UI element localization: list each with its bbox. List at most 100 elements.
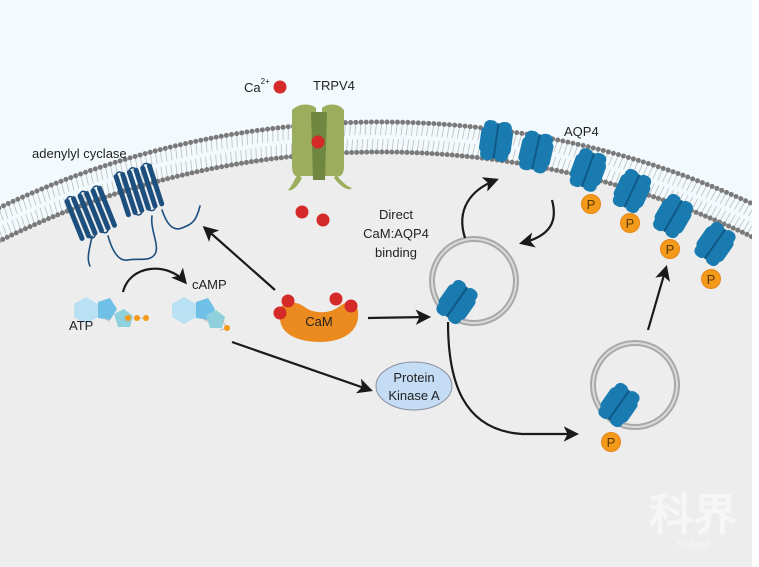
camp-molecule-icon [172, 297, 230, 331]
lipid-head [702, 213, 708, 219]
lipid-head [1, 203, 7, 209]
direct-binding-label-line2: CaM:AQP4 [363, 226, 429, 241]
vesicle-icon [590, 340, 680, 430]
lipid-head [600, 148, 606, 154]
lipid-head [265, 126, 271, 132]
lipid-head [48, 182, 54, 188]
lipid-head [157, 147, 163, 153]
lipid-head [645, 161, 651, 167]
lipid-head [748, 234, 752, 240]
lipid-head [5, 201, 11, 207]
lipid-head [259, 127, 265, 133]
lipid-head [514, 160, 520, 166]
lipid-head [610, 150, 616, 156]
lipid-head [605, 149, 611, 155]
lipid-head [585, 144, 591, 150]
lipid-head [744, 231, 750, 237]
lipid-head [234, 131, 240, 137]
lipid-head [97, 164, 103, 170]
lipid-head [22, 226, 28, 232]
lipid-head [384, 149, 390, 155]
trpv4-channel-icon [288, 104, 352, 191]
right-margin [752, 0, 759, 567]
lipid-head [15, 196, 21, 202]
calmodulin-icon [273, 292, 359, 342]
lipid-head [354, 149, 360, 155]
lipid-head [739, 229, 745, 235]
lipid-head [283, 154, 289, 160]
lipid-head [519, 130, 525, 136]
lipid-head [253, 158, 259, 164]
lipid-head [132, 153, 138, 159]
direct-binding-label-line3: binding [375, 245, 417, 260]
lipid-head [431, 121, 437, 127]
cytoplasm [0, 152, 752, 567]
lipid-head [420, 120, 426, 126]
lipid-head [595, 146, 601, 152]
lipid-head [651, 194, 657, 200]
svg-text:P: P [707, 272, 716, 287]
lipid-head [359, 149, 365, 155]
lipid-head [680, 172, 686, 178]
atp-to-camp-arrow [121, 267, 187, 293]
lipid-head [441, 121, 447, 127]
lipid-head [379, 149, 385, 155]
phosphorylated-vesicle-to-membrane-arrow [646, 265, 670, 331]
lipid-head [183, 141, 189, 147]
lipid-head [0, 236, 6, 242]
lipid-head [102, 163, 108, 169]
lipid-head [34, 188, 40, 194]
calcium-label: Ca2+ [244, 77, 270, 95]
lipid-tail [747, 209, 752, 217]
lipid-head [719, 187, 725, 193]
lipid-head [238, 160, 244, 166]
lipid-head [452, 122, 458, 128]
lipid-head [258, 157, 264, 163]
lipid-head [349, 149, 355, 155]
lipid-head [384, 119, 390, 125]
lipid-head [107, 161, 113, 167]
lipid-head [399, 149, 405, 155]
lipid-head [342, 120, 348, 126]
lipid-head [660, 165, 666, 171]
lipid-head [444, 152, 450, 158]
lipid-head [563, 170, 569, 176]
lipid-head [565, 139, 571, 145]
lipid-head [549, 166, 555, 172]
lipid-head [204, 167, 210, 173]
lipid-head [698, 211, 704, 217]
lipid-head [478, 125, 484, 131]
lipid-head [275, 125, 281, 131]
lipid-head [9, 232, 15, 238]
lipid-head [640, 159, 646, 165]
lipid-tail [0, 210, 4, 221]
lipid-head [10, 198, 16, 204]
lipid-head [249, 128, 255, 134]
lipid-head [457, 123, 463, 129]
lipid-head [36, 220, 42, 226]
pka-label-line2: Kinase A [388, 388, 440, 403]
watermark-text: SciMall [677, 540, 709, 551]
lipid-head [368, 119, 374, 125]
direct-binding-label-line1: Direct [379, 207, 413, 222]
lipid-head [229, 162, 235, 168]
lipid-head [630, 156, 636, 162]
lipid-head [603, 179, 609, 185]
lipid-head [429, 151, 435, 157]
lipid-head [358, 119, 364, 125]
lipid-head [607, 181, 613, 187]
lipid-head [474, 155, 480, 161]
lipid-head [590, 145, 596, 151]
lipid-head [670, 169, 676, 175]
lipid-head [127, 155, 133, 161]
lipid-head [203, 136, 209, 142]
lipid-head [13, 230, 19, 236]
lipid-head [462, 123, 468, 129]
lipid-head [655, 195, 661, 201]
lipid-head [92, 166, 98, 172]
adenylyl-cyclase-icon [64, 162, 201, 267]
vesicle-to-membrane-arrow [461, 177, 499, 239]
lipid-head [268, 156, 274, 162]
